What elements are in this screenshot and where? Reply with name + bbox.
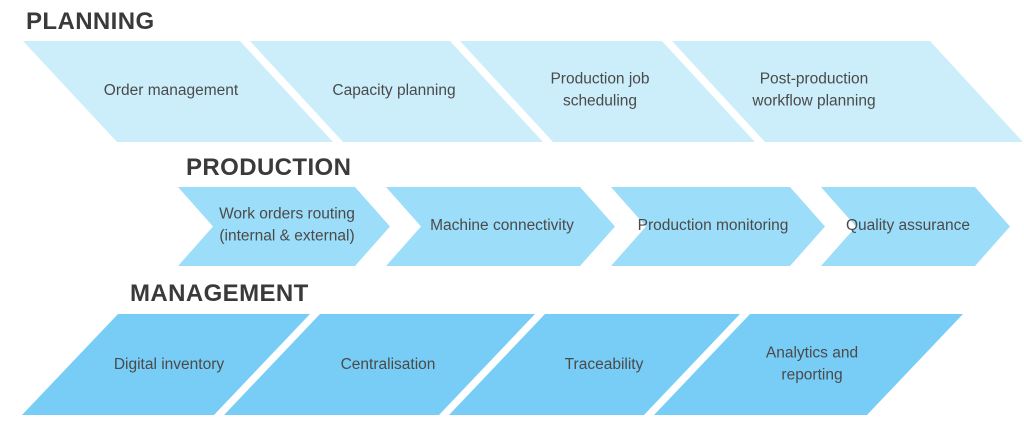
management-tile-shape-3[interactable] [449, 314, 740, 415]
planning-tile-shape-3[interactable] [460, 41, 755, 142]
planning-tile-shape-2[interactable] [250, 41, 543, 142]
planning-tile-shape-4[interactable] [672, 41, 1023, 142]
production-tile-shape-3[interactable] [611, 187, 825, 266]
band-title-production: PRODUCTION [186, 154, 352, 181]
planning-tile-shape-1[interactable] [23, 41, 333, 142]
production-tile-shape-2[interactable] [386, 187, 615, 266]
band-title-management: MANAGEMENT [130, 280, 309, 307]
management-tile-shape-2[interactable] [224, 314, 535, 415]
production-tile-shape-4[interactable] [821, 187, 1010, 266]
band-title-planning: PLANNING [26, 8, 155, 35]
band-management: Digital inventory Centralisation Traceab… [0, 314, 1024, 415]
management-tile-shape-1[interactable] [22, 314, 310, 415]
production-tile-shape-1[interactable] [178, 187, 390, 266]
management-tile-shape-4[interactable] [654, 314, 963, 415]
band-production: Work orders routing (internal & external… [0, 187, 1024, 266]
band-planning: Order management Capacity planning Produ… [0, 41, 1024, 142]
